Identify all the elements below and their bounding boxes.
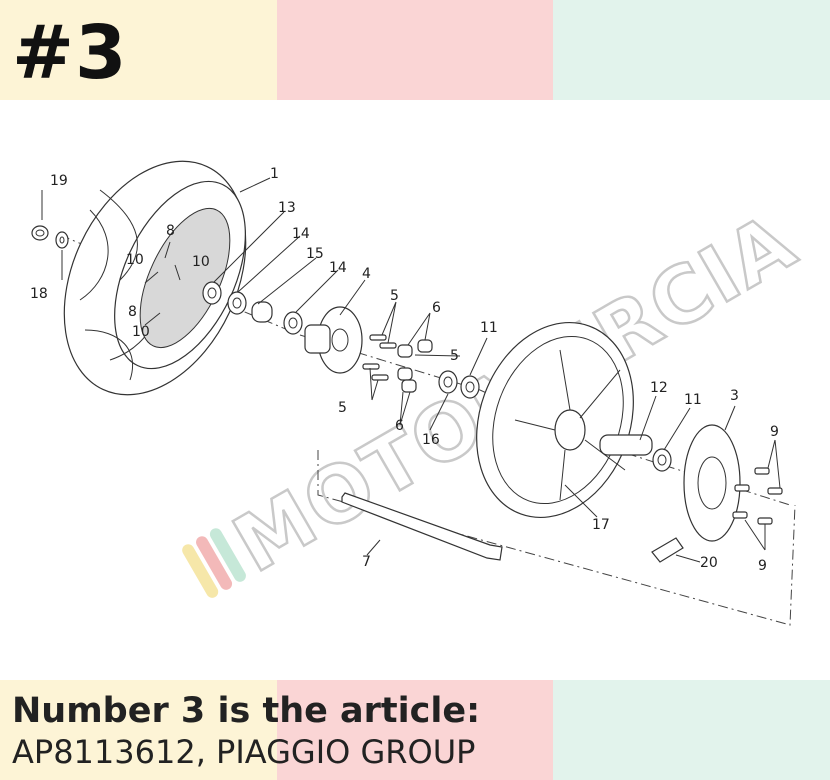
callout-14-a: 14 <box>292 226 310 242</box>
callout-11-b: 11 <box>684 392 702 408</box>
footer-color-band <box>0 680 830 780</box>
band-segment-mint <box>553 0 830 100</box>
axle-7 <box>341 492 503 561</box>
studs-5 <box>362 334 397 381</box>
callout-20: 20 <box>700 555 718 571</box>
callout-9-a: 9 <box>770 424 779 440</box>
article-number-badge: #3 <box>12 10 128 96</box>
exploded-parts-diagram: MOTOMURCIA <box>30 160 812 626</box>
callouts: 1 3 4 5 5 5 6 6 7 8 8 9 9 10 10 10 11 11… <box>30 166 779 574</box>
callout-10-c: 10 <box>132 324 150 340</box>
watermark-bar-yellow <box>182 544 219 598</box>
callout-13: 13 <box>278 200 296 216</box>
caption-article-code: AP8113612, PIAGGIO GROUP <box>12 733 476 771</box>
band-segment-yellow <box>0 680 277 780</box>
callout-11-a: 11 <box>480 320 498 336</box>
callout-19: 19 <box>50 173 68 189</box>
callout-9-b: 9 <box>758 558 767 574</box>
callout-6-a: 6 <box>432 300 441 316</box>
watermark-bar-pink <box>196 536 233 590</box>
callout-4: 4 <box>362 266 371 282</box>
callout-16: 16 <box>422 432 440 448</box>
callout-7: 7 <box>362 554 371 570</box>
bearing-11-b <box>652 448 672 472</box>
callout-6-b: 6 <box>395 418 404 434</box>
callout-10-a: 10 <box>126 252 144 268</box>
spacer-12 <box>599 434 653 456</box>
leader-lines <box>41 177 781 563</box>
band-segment-pink <box>277 0 553 100</box>
spacer-13 <box>202 281 222 305</box>
callout-5-c: 5 <box>338 400 347 416</box>
callout-1: 1 <box>270 166 279 182</box>
band-segment-yellow <box>0 0 277 100</box>
callout-8-a: 8 <box>166 223 175 239</box>
caption-heading: Number 3 is the article: <box>12 691 481 731</box>
axle-frame <box>317 450 796 626</box>
callout-18: 18 <box>30 286 48 302</box>
bolts-9 <box>732 467 783 525</box>
wheel-rim <box>476 321 634 519</box>
label-20 <box>651 537 684 563</box>
callout-10-b: 10 <box>192 254 210 270</box>
ring-16 <box>438 370 458 394</box>
callout-5-b: 5 <box>450 348 459 364</box>
callout-5-a: 5 <box>390 288 399 304</box>
header-color-band <box>0 0 830 100</box>
callout-14-b: 14 <box>329 260 347 276</box>
bushes-6 <box>397 339 433 393</box>
bearing-15 <box>251 301 273 323</box>
callout-8-b: 8 <box>128 304 137 320</box>
hub-4 <box>304 306 363 374</box>
band-segment-pink <box>277 680 553 780</box>
callout-12: 12 <box>650 380 668 396</box>
callout-17: 17 <box>592 517 610 533</box>
band-segment-mint <box>553 680 830 780</box>
callout-3: 3 <box>730 388 739 404</box>
washer-18 <box>55 231 69 249</box>
seal-14-b <box>283 311 303 335</box>
seal-14-a <box>227 291 247 315</box>
callout-15: 15 <box>306 246 324 262</box>
nut-19 <box>31 225 49 241</box>
bearing-11-a <box>460 375 480 399</box>
brake-disc-3 <box>683 424 741 542</box>
watermark-bar-mint <box>209 528 246 582</box>
